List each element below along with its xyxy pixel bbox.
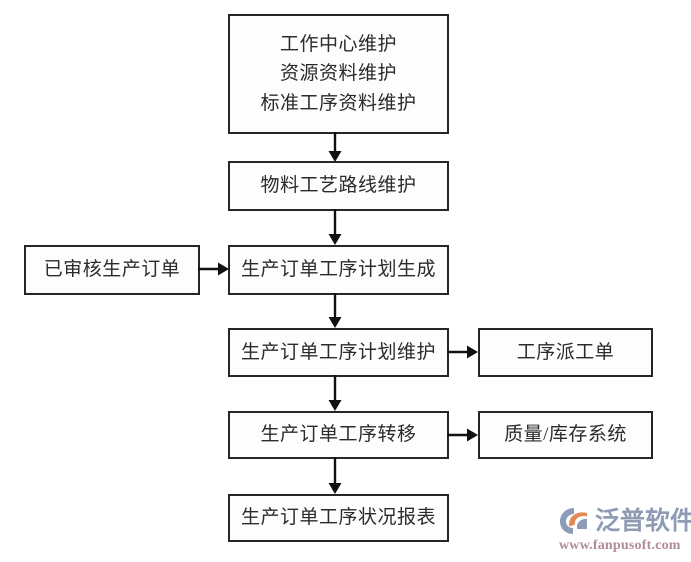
node-material-routing-maintenance[interactable]: 物料工艺路线维护 [228, 161, 449, 211]
watermark-url-text: www.fanpusoft.com [559, 538, 681, 553]
node-operation-transfer[interactable]: 生产订单工序转移 [228, 411, 449, 459]
node-status-report-label: 生产订单工序状况报表 [240, 507, 436, 529]
node-plan-maintain-label: 生产订单工序计划维护 [240, 341, 436, 363]
edge-operation-transfer-to-status-report [328, 457, 342, 494]
watermark-logo: 泛普软件 www.fanpusoft.com [558, 500, 691, 560]
node-approved-order-label: 已审核生产订单 [43, 259, 181, 281]
node-dispatch-note-label: 工序派工单 [516, 341, 615, 363]
edge-base-data-to-routing [328, 132, 342, 162]
node-operation-transfer-label: 生产订单工序转移 [260, 424, 417, 446]
node-operation-plan-generate[interactable]: 生产订单工序计划生成 [228, 245, 449, 295]
node-base-data-line-1: 工作中心维护 [279, 33, 397, 55]
edge-approved-order-to-plan-generate [198, 262, 229, 276]
edge-plan-generate-to-plan-maintain [328, 293, 342, 328]
node-operation-status-report[interactable]: 生产订单工序状况报表 [228, 494, 449, 542]
node-operation-plan-maintain[interactable]: 生产订单工序计划维护 [228, 328, 449, 377]
edge-plan-maintain-to-operation-transfer [328, 375, 342, 411]
edge-operation-transfer-to-quality-inventory [447, 428, 478, 442]
node-base-data-line-3: 标准工序资料维护 [260, 92, 417, 114]
node-base-data-line-2: 资源资料维护 [279, 63, 397, 85]
node-quality-inventory-label: 质量/库存系统 [504, 424, 627, 446]
fanpusoft-logo-icon [560, 508, 587, 534]
watermark-brand-text: 泛普软件 [595, 506, 691, 535]
watermark-brand-row: 泛普软件 [558, 506, 691, 536]
node-operation-dispatch-note[interactable]: 工序派工单 [478, 328, 653, 377]
node-plan-generate-label: 生产订单工序计划生成 [240, 259, 436, 281]
edge-plan-maintain-to-dispatch-note [447, 345, 478, 359]
node-base-data-maintenance[interactable]: 工作中心维护 资源资料维护 标准工序资料维护 [228, 14, 449, 134]
node-approved-production-order[interactable]: 已审核生产订单 [24, 245, 200, 295]
node-material-routing-label: 物料工艺路线维护 [260, 175, 417, 197]
edge-routing-to-plan-generate [328, 209, 342, 245]
node-quality-inventory-system[interactable]: 质量/库存系统 [478, 411, 653, 459]
